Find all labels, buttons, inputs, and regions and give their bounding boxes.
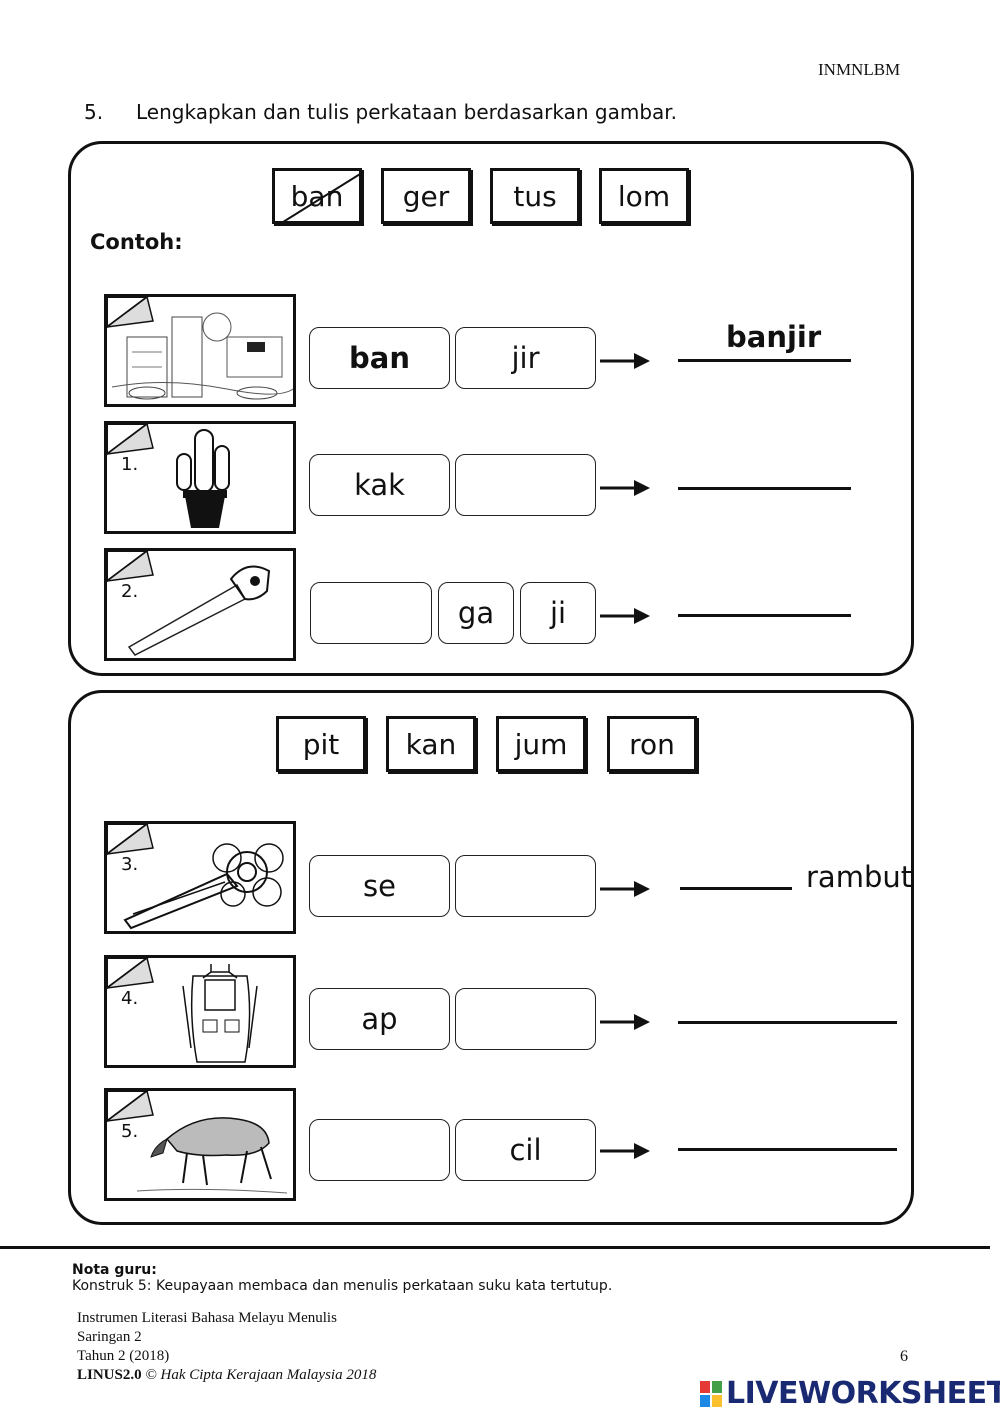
syllable-card: pit	[276, 716, 366, 772]
copyright-text: © Hak Cipta Kerajaan Malaysia 2018	[145, 1367, 377, 1383]
flood-picture	[104, 294, 296, 407]
syllable-text: pit	[302, 727, 340, 761]
apron-picture: 4.	[104, 955, 296, 1068]
syllable-card: tus	[490, 168, 580, 224]
box-text: kak	[354, 468, 405, 502]
arrow-icon	[600, 1014, 650, 1030]
example-syllable-box: ban	[309, 327, 450, 389]
syllable-box: ji	[520, 582, 596, 644]
syllable-text: ban	[290, 179, 344, 213]
answer-suffix: rambut	[806, 860, 913, 894]
brand-text: LIVEWORKSHEETS	[726, 1376, 1000, 1411]
teacher-note-heading: Nota guru:	[72, 1262, 157, 1278]
syllable-box: ga	[438, 582, 514, 644]
syllable-box: se	[309, 855, 450, 917]
exercise-panel-a	[68, 141, 914, 676]
syllable-text: ger	[402, 179, 450, 213]
box-text: se	[363, 869, 396, 903]
cactus-illustration	[107, 424, 230, 528]
box-text: ap	[361, 1002, 398, 1036]
question-number: 5.	[84, 100, 104, 124]
arrow-icon	[600, 1143, 650, 1159]
page-number: 6	[900, 1348, 908, 1365]
example-syllable-box: jir	[455, 327, 596, 389]
box-text: cil	[509, 1133, 542, 1167]
syllable-input-box[interactable]	[309, 1119, 450, 1181]
apron-illustration	[107, 958, 258, 1063]
syllable-input-box[interactable]	[455, 454, 596, 516]
footer-line: Tahun 2 (2018)	[77, 1348, 170, 1364]
syllable-card: ron	[607, 716, 697, 772]
footer-line: Instrumen Literasi Bahasa Melayu Menulis	[77, 1310, 337, 1326]
syllable-text: lom	[617, 179, 671, 213]
arrow-icon	[600, 353, 650, 369]
syllable-text: ron	[629, 727, 675, 761]
copyright-bold: LINUS2.0	[77, 1367, 142, 1383]
answer-line[interactable]	[678, 1021, 897, 1024]
saw-illustration	[107, 551, 271, 656]
box-text: jir	[511, 341, 540, 375]
saw-picture: 2.	[104, 548, 296, 661]
answer-line[interactable]	[678, 487, 851, 490]
answer-line[interactable]	[678, 1148, 897, 1151]
syllable-input-box[interactable]	[455, 855, 596, 917]
item-number: 2.	[121, 581, 139, 602]
mousedeer-picture: 5.	[104, 1088, 296, 1201]
cactus-picture: 1.	[104, 421, 296, 534]
syllable-card-used: ban	[272, 168, 362, 224]
answer-line[interactable]	[678, 614, 851, 617]
answer-line	[678, 359, 851, 362]
syllable-card: lom	[599, 168, 689, 224]
syllable-input-box[interactable]	[310, 582, 432, 644]
footer-divider	[0, 1246, 990, 1249]
example-answer: banjir	[726, 320, 822, 354]
arrow-icon	[600, 881, 650, 897]
syllable-box: kak	[309, 454, 450, 516]
copyright-line: LINUS2.0 © Hak Cipta Kerajaan Malaysia 2…	[77, 1367, 376, 1384]
item-number: 5.	[121, 1121, 139, 1142]
example-label: Contoh:	[90, 230, 183, 254]
hairclip-illustration	[107, 824, 284, 930]
strike-mark	[282, 173, 359, 221]
item-number: 1.	[121, 454, 139, 475]
box-text: ban	[349, 341, 410, 375]
footer-line: Saringan 2	[77, 1329, 142, 1345]
document-code: INMNLBM	[818, 60, 901, 79]
flood-illustration	[107, 297, 293, 400]
item-number: 4.	[121, 988, 139, 1009]
box-text: ga	[457, 596, 495, 630]
syllable-box: ap	[309, 988, 450, 1050]
hairclip-picture: 3.	[104, 821, 296, 934]
arrow-icon	[600, 480, 650, 496]
teacher-note-text: Konstruk 5: Keupayaan membaca dan menuli…	[72, 1278, 613, 1294]
syllable-card: kan	[386, 716, 476, 772]
mousedeer-illustration	[107, 1091, 288, 1194]
liveworksheets-logo[interactable]: LIVEWORKSHEETS	[700, 1376, 1000, 1411]
answer-line[interactable]	[680, 887, 792, 890]
exercise-panel-b	[68, 690, 914, 1225]
arrow-icon	[600, 608, 650, 624]
syllable-text: kan	[405, 727, 457, 761]
syllable-card: ger	[381, 168, 471, 224]
syllable-text: jum	[514, 727, 568, 761]
syllable-text: tus	[513, 179, 557, 213]
item-number: 3.	[121, 854, 139, 875]
syllable-input-box[interactable]	[455, 988, 596, 1050]
box-text: ji	[549, 596, 567, 630]
syllable-card: jum	[496, 716, 586, 772]
question-instruction: Lengkapkan dan tulis perkataan berdasark…	[136, 100, 678, 124]
syllable-box: cil	[455, 1119, 596, 1181]
brand-icon	[700, 1380, 722, 1407]
